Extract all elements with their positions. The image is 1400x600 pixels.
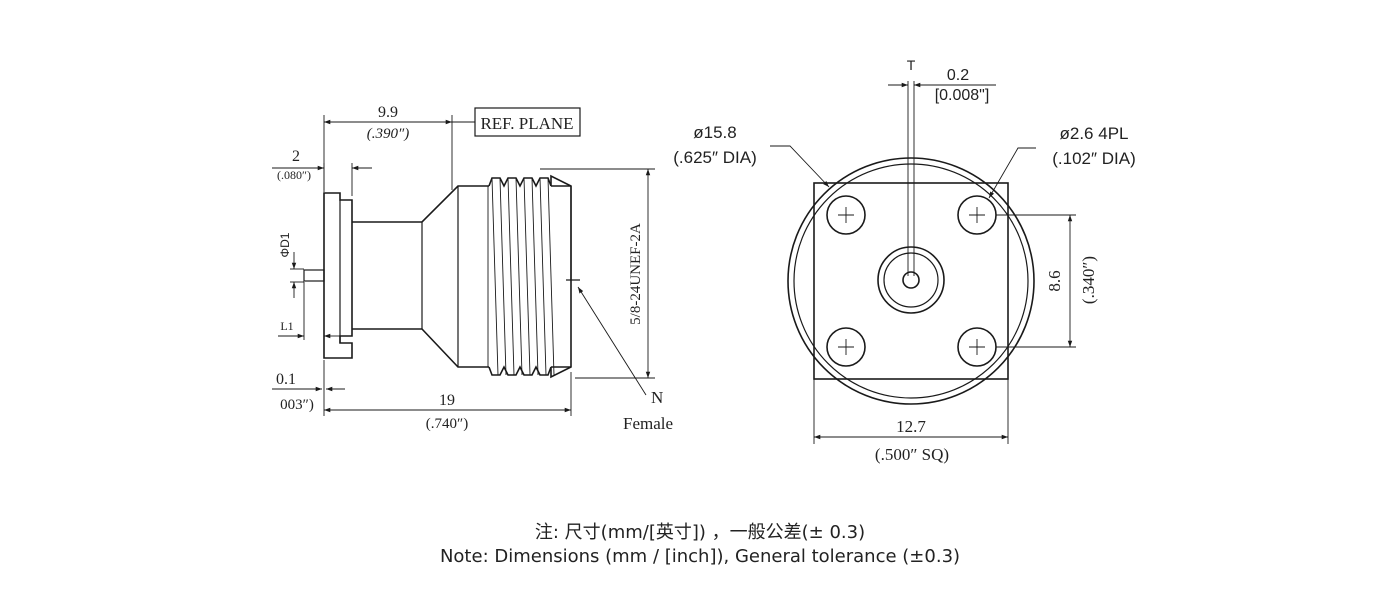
mounting-hole [826, 195, 866, 235]
outer-circle [787, 157, 1035, 405]
ref-plane-label: REF. PLANE [480, 114, 573, 133]
mounting-holes [826, 195, 997, 367]
dim-spacing-value: 8.6 [1045, 270, 1064, 291]
dimension-outer-diameter: ø15.8 (.625″ DIA) [673, 123, 830, 188]
note-english: Note: Dimensions (mm / [inch]), General … [439, 546, 961, 567]
thread-label: 5/8-24UNEF-2A [628, 223, 644, 325]
dim-9-9-inch: (.390″) [367, 126, 410, 142]
front-view: T 0.2 [0.008"] ø15.8 (.625″ DIA) ø2.6 4P… [673, 57, 1136, 464]
note-chinese: 注: 尺寸(mm/[英寸]) ，一般公差(± 0.3) [534, 522, 866, 543]
dim-d1-label: ΦD1 [278, 232, 292, 257]
dim-holes-inch: (.102″ DIA) [1052, 149, 1136, 168]
dim-2-value: 2 [292, 148, 300, 165]
square-flange [813, 182, 1009, 380]
dimension-square: 12.7 (.500″ SQ) [813, 379, 1009, 464]
connector-body-outline [303, 174, 580, 379]
side-view: 9.9 (.390″) REF. PLANE 2 (.080″) ΦD1 [272, 104, 673, 433]
dimension-2: 2 (.080″) [272, 148, 372, 196]
mounting-hole [957, 327, 997, 367]
dim-t-value: 0.2 [947, 67, 969, 84]
dim-l1-label: L1 [280, 319, 293, 333]
dim-square-value: 12.7 [896, 417, 926, 436]
connector-gender-label: Female [623, 414, 673, 433]
mounting-hole [826, 327, 866, 367]
dim-0-1-inch: 003″) [280, 397, 314, 413]
dim-19-value: 19 [439, 392, 455, 409]
ref-plane-callout: REF. PLANE [452, 107, 581, 137]
dim-t-label: T [907, 57, 916, 73]
dim-9-9-value: 9.9 [378, 104, 398, 121]
dimension-hole-spacing: 8.6 (.340″) [996, 214, 1098, 348]
dim-0-1-value: 0.1 [276, 371, 296, 388]
connector-type-callout: N Female [577, 286, 673, 433]
dimension-hole-diameter: ø2.6 4PL (.102″ DIA) [988, 124, 1136, 199]
dimension-9-9: 9.9 (.390″) [323, 104, 453, 190]
connector-type-label: N [651, 388, 663, 407]
dim-square-inch: (.500″ SQ) [875, 445, 949, 464]
dimension-t: T 0.2 [0.008"] [888, 57, 996, 104]
dim-outer-value: ø15.8 [693, 123, 736, 142]
dimension-0-1: 0.1 003″) [272, 360, 345, 416]
dim-outer-inch: (.625″ DIA) [673, 148, 757, 167]
mounting-hole [957, 195, 997, 235]
dimension-d1: ΦD1 [278, 232, 304, 298]
dimension-l1: L1 [278, 282, 340, 340]
dim-holes-value: ø2.6 4PL [1060, 124, 1129, 143]
dim-19-inch: (.740″) [426, 416, 469, 432]
dim-spacing-inch: (.340″) [1079, 256, 1098, 304]
dim-t-inch: [0.008"] [935, 87, 990, 104]
center-contact [877, 81, 945, 314]
thread-dimension: 5/8-24UNEF-2A [540, 168, 655, 379]
dim-2-inch: (.080″) [277, 168, 311, 182]
dimension-19: 19 (.740″) [324, 372, 572, 432]
